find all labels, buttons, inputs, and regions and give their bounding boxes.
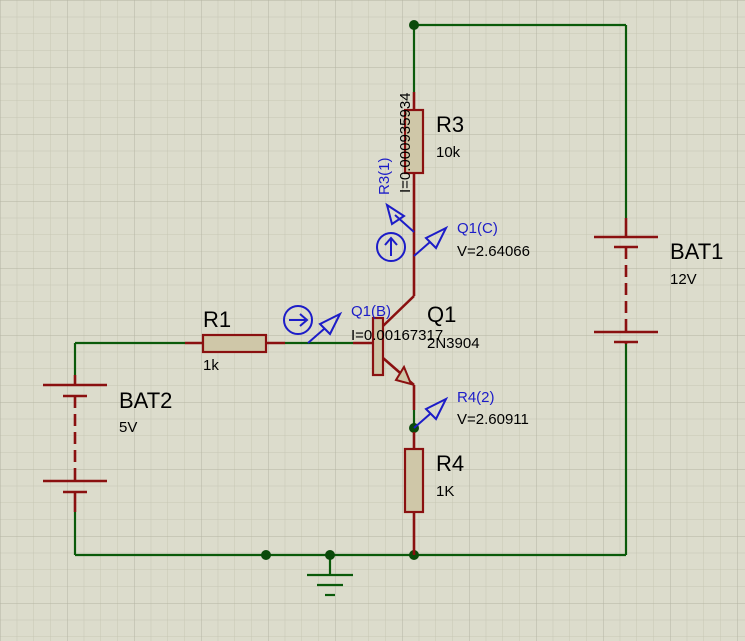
bat1-name: BAT1 xyxy=(670,239,723,264)
probe-r4-reading: V=2.60911 xyxy=(457,411,529,428)
battery-bat2[interactable]: BAT2 5V xyxy=(43,375,172,512)
q1-collector-lead xyxy=(382,295,415,327)
bat1-value: 12V xyxy=(670,271,697,288)
probe-r3-reading: I=0.000935934 xyxy=(397,92,414,193)
r4-name: R4 xyxy=(436,451,464,476)
probe-q1-collector[interactable]: Q1(C) V=2.64066 xyxy=(413,220,530,260)
resistor-r4-body[interactable] xyxy=(403,447,425,514)
junction-dot xyxy=(325,550,335,560)
wires xyxy=(73,23,628,574)
q1-name: Q1 xyxy=(427,302,456,327)
probe-q1-base[interactable]: Q1(B) I=0.00167317 xyxy=(283,303,443,344)
voltage-probe-icon xyxy=(318,311,343,336)
resistor-r1[interactable]: R1 1k xyxy=(185,307,285,374)
probe-r3-label: R3(1) xyxy=(376,157,393,195)
resistor-r1-body[interactable] xyxy=(201,333,268,354)
bat2-value: 5V xyxy=(119,419,137,436)
probe-q1c-reading: V=2.64066 xyxy=(457,243,530,260)
probe-q1c-label: Q1(C) xyxy=(457,220,498,237)
junction-dot xyxy=(261,550,271,560)
q1-value: 2N3904 xyxy=(427,335,480,352)
ammeter-circle-icon xyxy=(376,232,406,262)
probe-q1b-reading: I=0.00167317 xyxy=(351,327,443,344)
q1-emitter-arrow-icon xyxy=(394,364,413,386)
probe-r3-current[interactable]: R3(1) I=0.000935934 xyxy=(376,92,415,262)
probe-r4-pin2[interactable]: R4(2) V=2.60911 xyxy=(413,389,529,429)
ammeter-circle-icon xyxy=(283,305,313,335)
probe-q1b-label: Q1(B) xyxy=(351,303,391,320)
voltage-probe-icon xyxy=(424,396,449,421)
q1-base-bar[interactable] xyxy=(371,316,385,377)
r4-value: 1K xyxy=(436,483,454,500)
ammeter-arrow-icon xyxy=(385,202,406,226)
r3-value: 10k xyxy=(436,144,461,161)
resistor-r4[interactable]: R4 1K xyxy=(403,432,464,555)
junction-dot xyxy=(409,20,419,30)
ground-symbol[interactable] xyxy=(307,573,353,597)
resistor-r3[interactable]: R3 10k xyxy=(403,92,464,196)
bat2-name: BAT2 xyxy=(119,388,172,413)
r1-value: 1k xyxy=(203,357,219,374)
r1-name: R1 xyxy=(203,307,231,332)
voltage-probe-icon xyxy=(424,225,449,250)
transistor-q1[interactable]: Q1 2N3904 xyxy=(353,196,480,410)
battery-bat1[interactable]: BAT1 12V xyxy=(594,218,723,344)
probe-r4-label: R4(2) xyxy=(457,389,495,406)
resistor-r3-body[interactable] xyxy=(403,108,425,175)
r3-name: R3 xyxy=(436,112,464,137)
